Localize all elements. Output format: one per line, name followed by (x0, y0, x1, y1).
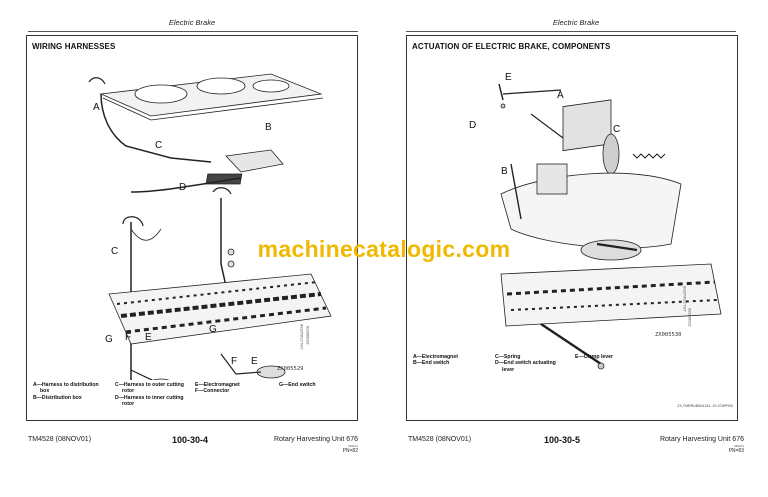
header-rule (28, 31, 358, 32)
footer-manual-title: Rotary Harvesting Unit 676 (659, 436, 744, 443)
callout-a: A (93, 102, 100, 113)
legend-entry: C—Harness to outer cutting (115, 382, 184, 388)
callout-e-left: E (145, 332, 152, 343)
figure-id-vertical: ZX005529 (305, 326, 310, 345)
source-reference: ZX,TMRRUB004124 -19-07APR00 (677, 404, 733, 408)
footer-manual-code: TM4528 (08NOV01) (408, 436, 472, 443)
callout-d: D (179, 182, 187, 193)
wiring-harness-illustration (88, 73, 332, 380)
legend-entry: C—Spring (495, 354, 521, 360)
callout-g-right: G (209, 324, 217, 335)
page-header: Electric Brake (168, 18, 216, 27)
footer-page-number: 100-30-5 (544, 435, 581, 445)
footer-pn: PN=82 (342, 448, 358, 454)
footer-date-code: 081101 (734, 444, 744, 448)
legend-entry: G—End switch (279, 382, 316, 388)
section-title: ACTUATION OF ELECTRIC BRAKE, COMPONENTS (412, 42, 611, 51)
callout-b: B (501, 166, 508, 177)
callout-b: B (265, 122, 272, 133)
legend-entry: rotor (122, 401, 135, 408)
legend-entry: B—End switch (413, 360, 450, 367)
legend-col-4: G—End switch (279, 382, 349, 388)
right-page: Electric Brake ACTUATION OF ELECTRIC BRA… (384, 0, 768, 497)
header-rule (406, 31, 736, 32)
legend-entry: E—Electromagnet (195, 382, 240, 388)
figure-id: ZX005530 (655, 332, 682, 338)
page-header: Electric Brake (552, 18, 600, 27)
legend-entry: B—Distribution box (33, 394, 82, 401)
callout-f-right: F (231, 356, 238, 367)
callout-c-upper: C (155, 140, 163, 151)
footer-manual-code: TM4528 (08NOV01) (28, 436, 92, 443)
watermark-text: machinecatalogic.com (257, 236, 511, 262)
callout-c-lower: C (111, 246, 119, 257)
callout-d: D (469, 120, 477, 131)
callout-a: A (557, 90, 564, 101)
figure-id-vertical-date: -UN-27AUG96 (682, 286, 687, 313)
footer-date-code: 081101 (348, 444, 358, 448)
callout-f-left: F (125, 332, 132, 343)
legend-entry: lever (502, 366, 515, 373)
legend-entry: F—Connector (195, 388, 230, 395)
legend-entry: D—End switch actuating (495, 360, 556, 367)
left-page: Electric Brake WIRING HARNESSES (26, 18, 358, 454)
legend-col-2: C—Spring D—End switch actuating lever (495, 354, 575, 373)
legend-col-1: A—Electromagnet B—End switch (413, 354, 493, 367)
legend-entry: A—Electromagnet (413, 354, 458, 360)
legend-col-3: E—Electromagnet F—Connector (195, 382, 265, 395)
legend-col-3: E—Clamp lever (575, 354, 645, 360)
footer-page-number: 100-30-4 (172, 435, 209, 445)
callout-g-left: G (105, 334, 113, 345)
figure-box: ACTUATION OF ELECTRIC BRAKE, COMPONENTS (406, 35, 738, 421)
footer-pn: PN=83 (728, 448, 744, 454)
footer-manual-title: Rotary Harvesting Unit 676 (273, 436, 358, 443)
figure-id: ZX005529 (277, 366, 304, 372)
figure-box: WIRING HARNESSES (26, 35, 358, 421)
callout-e: E (505, 72, 512, 83)
legend-entry: rotor (122, 388, 135, 395)
figure-id-vertical-date: -UN-27AUG96 (299, 324, 304, 351)
callout-c: C (613, 124, 621, 135)
brake-components-illustration (498, 83, 722, 370)
legend-entry: A—Harness to distribution (33, 382, 99, 388)
legend-col-1: A—Harness to distribution box B—Distribu… (33, 382, 113, 401)
figure-id-vertical: ZX005530 (687, 308, 692, 327)
section-title: WIRING HARNESSES (32, 42, 116, 51)
callout-e-right: E (251, 356, 258, 367)
legend-col-2: C—Harness to outer cutting rotor D—Harne… (115, 382, 197, 408)
legend-entry: box (40, 388, 50, 395)
legend-entry: E—Clamp lever (575, 354, 614, 360)
legend-entry: D—Harness to inner cutting (115, 394, 184, 401)
